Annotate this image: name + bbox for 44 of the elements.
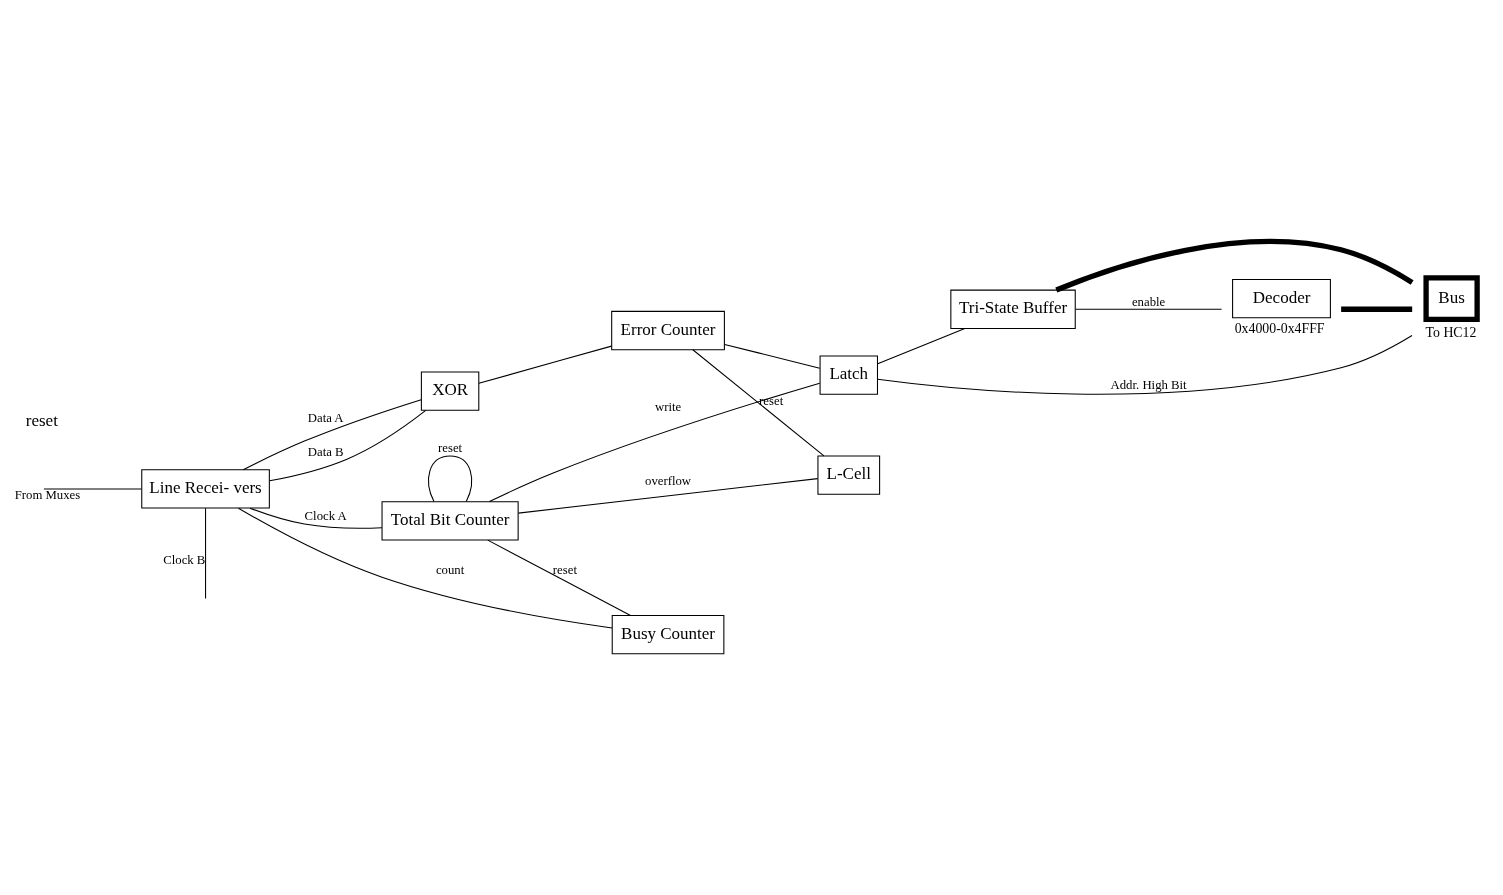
node-box: Decoder [1232,279,1331,319]
node-label: 0x4000-0x4FFF [1234,321,1325,337]
connector [43,488,142,490]
node-box: Error Counter [611,310,725,351]
node-box: Tri-State Buffer [950,289,1076,329]
connector [237,507,613,629]
connector [478,345,613,384]
connector [205,507,207,599]
node-box: Total Bit Counter [381,501,519,541]
connector [242,399,422,471]
edge-label: reset [552,562,577,577]
edge-label: Clock A [304,509,347,524]
node-box: Bus [1423,275,1480,323]
connector [517,478,819,514]
connector [692,349,825,457]
connector [428,455,473,503]
edge-label: overflow [645,474,692,489]
connector [269,409,427,482]
connector [488,382,821,503]
node-box: L-Cell [817,455,881,495]
edge-label: count [435,562,465,577]
edge-label: reset [438,441,463,456]
connector [1055,238,1414,293]
connector [1075,308,1223,310]
node-box: Busy Counter [611,614,725,655]
edge-label: write [654,399,682,414]
edge-label: Data A [307,410,344,425]
label: reset [25,411,58,431]
connector [724,343,821,369]
node-box: Line Recei- vers [141,469,270,509]
node-box: XOR [420,371,480,411]
connector [249,507,383,529]
edge-label: reset [759,393,784,408]
node-box: Latch [819,355,878,395]
node-label: To HC12 [1425,325,1477,341]
edge-label: Addr. High Bit [1110,377,1187,392]
connector [877,334,1413,395]
edge-label: Clock B [163,552,206,567]
connector [1341,306,1413,312]
connector [877,327,966,365]
edge-label: Data B [307,444,344,459]
edge-label: From Muxes [14,488,81,503]
connector [487,539,632,616]
edge-label: enable [1131,294,1166,309]
